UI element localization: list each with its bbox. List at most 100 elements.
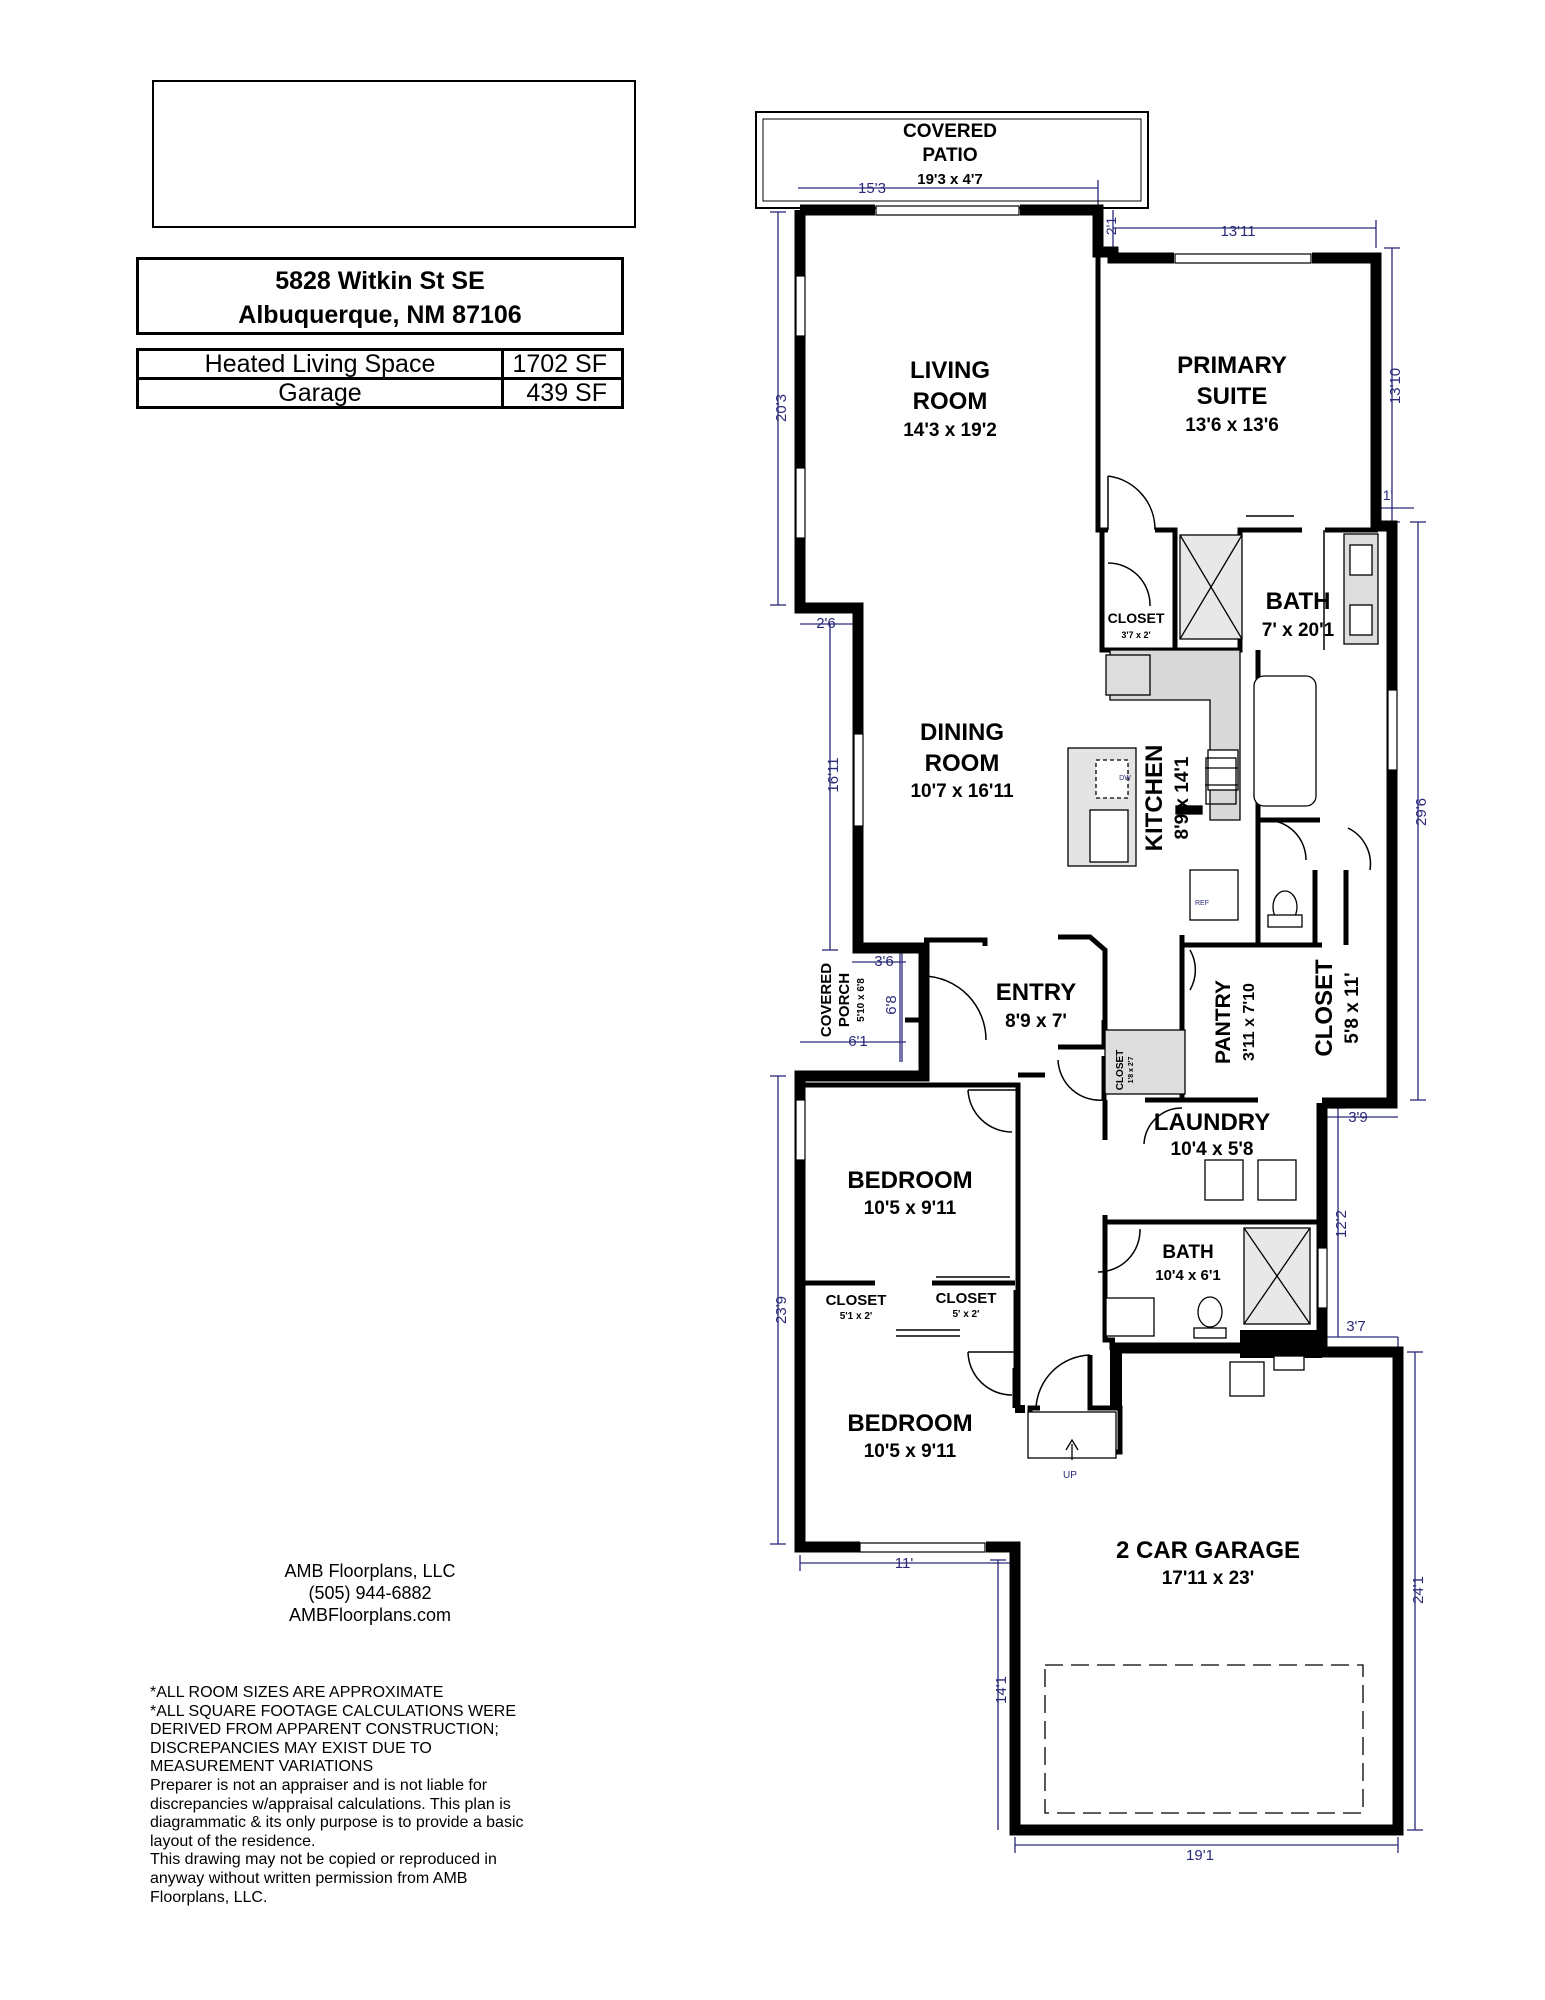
address-box: 5828 Witkin St SE Albuquerque, NM 87106 (136, 257, 624, 335)
covered-porch-name-1: COVERED (818, 963, 835, 1037)
dim-16-11: 16'11 (825, 757, 842, 792)
windows (795, 205, 1398, 1553)
bath-2-size: 10'4 x 6'1 (1155, 1267, 1221, 1284)
closet-b-name: CLOSET (936, 1290, 997, 1307)
contact-block: AMB Floorplans, LLC (505) 944-6882 AMBFl… (200, 1560, 540, 1626)
entry-size: 8'9 x 7' (1005, 1011, 1067, 1032)
dim-19-1: 19'1 (1186, 1847, 1214, 1864)
big-closet-size: 5'8 x 11' (1342, 972, 1363, 1043)
primary-bath-size: 7' x 20'1 (1262, 620, 1335, 641)
dim-3-9: 3'9 (1348, 1109, 1368, 1126)
dim-24-1: 24'1 (1410, 1576, 1427, 1604)
company-website: AMBFloorplans.com (288, 1605, 452, 1625)
entry-name: ENTRY (996, 979, 1076, 1006)
address-line-1: 5828 Witkin St SE (275, 267, 485, 295)
note-item: *ALL ROOM SIZES ARE APPROXIMATE (150, 1684, 444, 1701)
laundry-size: 10'4 x 5'8 (1171, 1139, 1254, 1160)
cooktop-icon (1207, 749, 1239, 791)
water-heater-icon (1229, 1361, 1265, 1397)
dim-23-9: 23'9 (773, 1296, 790, 1324)
covered-porch-size: 5'10 x 6'8 (856, 978, 867, 1022)
covered-patio-name-2: PATIO (922, 145, 977, 166)
pantry-name: PANTRY (1212, 980, 1235, 1064)
primary-closet-size: 3'7 x 2' (1121, 630, 1150, 640)
bedroom-2-size: 10'5 x 9'11 (864, 1441, 957, 1462)
dining-room-name-2: ROOM (925, 750, 1000, 777)
garage-name: 2 CAR GARAGE (1116, 1537, 1300, 1564)
dim-15-3: 15'3 (858, 180, 886, 197)
dryer-icon (1257, 1159, 1297, 1201)
primary-suite-name-2: SUITE (1197, 383, 1268, 410)
primary-suite-name-1: PRIMARY (1177, 352, 1287, 379)
sink-icon (1349, 544, 1373, 576)
primary-closet-name: CLOSET (1108, 610, 1165, 626)
washer-icon (1204, 1159, 1244, 1201)
area-value: 439 SF (501, 377, 624, 409)
primary-suite-size: 13'6 x 13'6 (1185, 415, 1279, 436)
disclaimer-notes: *ALL ROOM SIZES ARE APPROXIMATE *ALL SQU… (150, 1684, 590, 1907)
living-room-size: 14'3 x 19'2 (903, 420, 997, 441)
company-phone: (505) 944-6882 (308, 1583, 432, 1603)
sink-icon (1105, 1297, 1155, 1337)
toilet-icon (1197, 1296, 1223, 1328)
dim-12-2: 12'2 (1333, 1210, 1350, 1238)
garage-door-outline (1044, 1664, 1364, 1814)
bathtub-icon (1253, 675, 1317, 807)
address-line-2: Albuquerque, NM 87106 (238, 301, 522, 329)
big-closet-name: CLOSET (1311, 959, 1338, 1057)
living-room-name-1: LIVING (910, 357, 990, 384)
dim-3-6: 3'6 (874, 953, 894, 970)
note-item: This drawing may not be copied or reprod… (150, 1851, 497, 1906)
dim-29-6: 29'6 (1413, 798, 1430, 826)
note-item: Preparer is not an appraiser and is not … (150, 1776, 524, 1850)
sink-icon (1349, 604, 1373, 636)
kitchen-size: 8'9 x 14'1 (1172, 756, 1193, 839)
interior-walls (800, 252, 1378, 1455)
area-label: Heated Living Space (136, 348, 504, 380)
doors (896, 475, 1372, 1409)
company-name: AMB Floorplans, LLC (284, 1561, 456, 1581)
entry-closet-size: 1'8 x 2'7 (1128, 1057, 1135, 1084)
area-table: Heated Living Space 1702 SF Garage 439 S… (136, 348, 624, 409)
wall-block-fills (1015, 1330, 1322, 1413)
area-label: Garage (136, 377, 504, 409)
garage-size: 17'11 x 23' (1162, 1568, 1255, 1589)
dim-13-10: 13'10 (1387, 368, 1404, 404)
dishwasher-icon (1095, 759, 1129, 799)
pantry-size: 3'11 x 7'10 (1241, 983, 1258, 1061)
dim-1: 1' (1383, 487, 1393, 503)
dimension-lines (770, 180, 1426, 1853)
primary-bath-name: BATH (1266, 588, 1331, 615)
note-item: *ALL SQUARE FOOTAGE CALCULATIONS WERE DE… (150, 1702, 516, 1776)
covered-porch-name-2: PORCH (836, 973, 853, 1027)
dim-2-1: 2'1 (1103, 217, 1119, 235)
covered-patio-size: 19'3 x 4'7 (917, 171, 983, 188)
dim-11: 11' (895, 1555, 914, 1572)
dining-room-name-1: DINING (920, 719, 1004, 746)
kitchen-name: KITCHEN (1141, 745, 1168, 852)
refrigerator-label: REF (1195, 900, 1209, 907)
dim-2-6: 2'6 (816, 615, 836, 632)
laundry-name: LAUNDRY (1154, 1109, 1270, 1136)
dishwasher-label: DW (1119, 775, 1131, 782)
area-row: Garage 439 SF (136, 377, 624, 409)
dim-6-1: 6'1 (848, 1033, 868, 1050)
area-row: Heated Living Space 1702 SF (136, 348, 624, 380)
bath-2-name: BATH (1162, 1242, 1213, 1263)
bedroom-2-name: BEDROOM (847, 1410, 972, 1437)
covered-patio-name-1: COVERED (903, 121, 997, 142)
living-room-name-2: ROOM (913, 388, 988, 415)
dining-room-size: 10'7 x 16'11 (910, 781, 1014, 802)
closet-a-name: CLOSET (826, 1292, 887, 1309)
stairs-up-label: UP (1063, 1470, 1077, 1481)
closet-a-size: 5'1 x 2' (840, 1311, 873, 1322)
dim-20-3: 20'3 (773, 394, 790, 422)
dim-3-7: 3'7 (1346, 1318, 1366, 1335)
dim-14-1: 14'1 (993, 1676, 1010, 1704)
bedroom-1-name: BEDROOM (847, 1167, 972, 1194)
closet-b-size: 5' x 2' (953, 1309, 980, 1320)
dimension-labels: 15'3 2'1 13'11 13'10 20'3 1' 2'6 16'11 2… (773, 180, 1430, 1864)
area-value: 1702 SF (501, 348, 624, 380)
room-labels: COVERED PATIO 19'3 x 4'7 LIVING ROOM 14'… (818, 121, 1363, 1589)
